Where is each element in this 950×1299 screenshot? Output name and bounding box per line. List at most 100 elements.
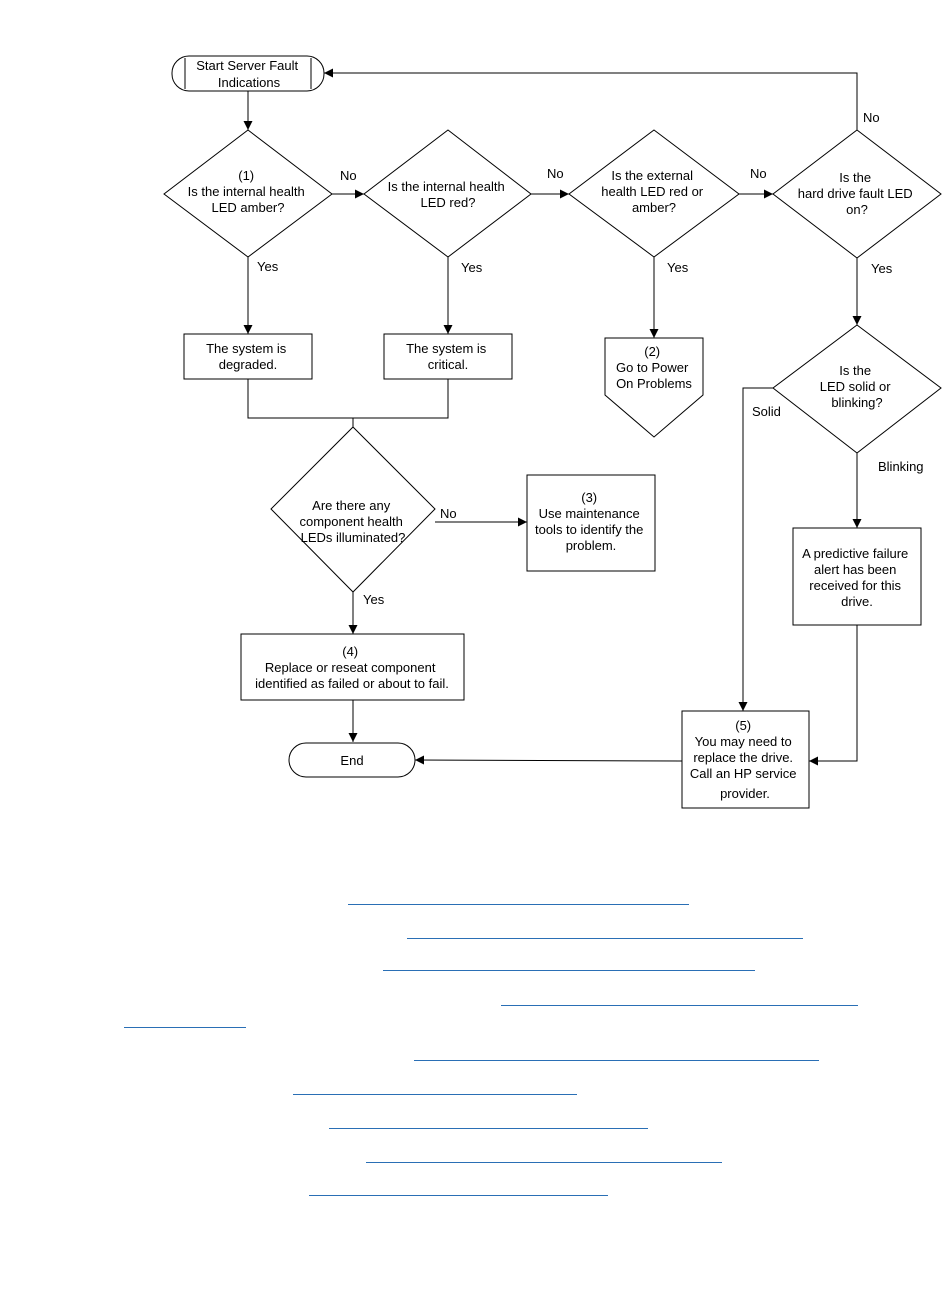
decision-hdd-fault-label: Is the hard drive fault LED on? <box>798 170 917 217</box>
box-replace-drive-label: (5) You may need to replace the drive. C… <box>690 718 800 801</box>
hyperlink-8[interactable] <box>366 1162 722 1163</box>
edge-join-status <box>247 379 449 419</box>
edge-label-no-d6: No <box>440 506 457 521</box>
start-label-line-1: Start Server Fault <box>196 58 298 73</box>
d3-line-2: health LED red or <box>601 184 704 199</box>
hyperlink-7[interactable] <box>329 1128 648 1129</box>
predictive-line-2: alert has been <box>814 562 896 577</box>
hyperlink-2[interactable] <box>407 938 803 939</box>
d5-line-1: Is the <box>839 363 871 378</box>
edge-replace-drive-to-end <box>414 755 683 765</box>
decision-led-solid-blinking-label: Is the LED solid or blinking? <box>820 363 894 410</box>
replace-component-line-3: identified as failed or about to fail. <box>255 676 449 691</box>
decision-component-leds-label: Are there any component health LEDs illu… <box>300 498 407 545</box>
predictive-line-3: received for this <box>809 578 901 593</box>
offpage-line-3: On Problems <box>616 376 692 391</box>
start-terminator <box>171 55 325 92</box>
edge-label-yes-d3: Yes <box>667 260 689 275</box>
d4-line-2: hard drive fault LED <box>798 186 913 201</box>
d4-line-1: Is the <box>839 170 871 185</box>
end-label: End <box>340 753 363 768</box>
replace-drive-line-5: provider. <box>720 786 770 801</box>
d5-line-2: LED solid or <box>820 379 891 394</box>
edge-label-blinking: Blinking <box>878 459 924 474</box>
d5-line-3: blinking? <box>831 395 882 410</box>
offpage-line-1: (2) <box>644 344 660 359</box>
box-critical <box>383 333 513 380</box>
offpage-power-problems-label: (2) Go to Power On Problems <box>616 344 692 391</box>
hyperlink-3[interactable] <box>383 970 755 971</box>
hyperlink-9[interactable] <box>309 1195 608 1196</box>
hyperlink-5[interactable] <box>414 1060 819 1061</box>
replace-component-line-1: (4) <box>342 644 358 659</box>
edge-label-solid: Solid <box>752 404 781 419</box>
decision-internal-red-label: Is the internal health LED red? <box>388 179 509 210</box>
maintenance-line-2: Use maintenance <box>539 506 640 521</box>
replace-drive-line-3: replace the drive. <box>693 750 793 765</box>
predictive-line-4: drive. <box>841 594 873 609</box>
box-replace-component-label: (4) Replace or reseat component identifi… <box>255 644 449 691</box>
d2-line-2: LED red? <box>421 195 476 210</box>
maintenance-line-3: tools to identify the <box>535 522 643 537</box>
degraded-line-1: The system is <box>206 341 287 356</box>
box-replace-component <box>240 633 465 701</box>
hyperlink-1[interactable] <box>348 904 689 905</box>
decision-internal-amber <box>163 129 333 258</box>
box-replace-drive <box>681 710 810 809</box>
d1-line-3: LED amber? <box>212 200 285 215</box>
edge-predictive-to-replace <box>809 625 858 766</box>
edge-d5-solid <box>738 387 773 711</box>
box-critical-label: The system is critical. <box>406 341 490 372</box>
d2-line-1: Is the internal health <box>388 179 505 194</box>
shapes <box>163 55 942 809</box>
d6-line-1: Are there any <box>312 498 391 513</box>
replace-drive-line-4: Call an HP service <box>690 766 797 781</box>
edge-d4-no-loop <box>324 68 858 130</box>
decision-external-led-label: Is the external health LED red or amber? <box>601 168 707 215</box>
decision-hdd-fault <box>772 129 942 259</box>
critical-line-1: The system is <box>406 341 487 356</box>
offpage-line-2: Go to Power <box>616 360 689 375</box>
hyperlink-6[interactable] <box>293 1094 577 1095</box>
d1-line-2: Is the internal health <box>188 184 305 199</box>
edge-label-yes-d6: Yes <box>363 592 385 607</box>
box-degraded-label: The system is degraded. <box>206 341 290 372</box>
start-label: Start Server Fault Indications <box>196 58 302 90</box>
predictive-line-1: A predictive failure <box>802 546 908 561</box>
connectors <box>243 68 862 766</box>
d6-line-2: component health <box>300 514 403 529</box>
degraded-line-2: degraded. <box>219 357 278 372</box>
d4-line-3: on? <box>846 202 868 217</box>
replace-drive-line-1: (5) <box>735 718 751 733</box>
edge-label-yes-d2: Yes <box>461 260 483 275</box>
end-terminator <box>288 742 416 778</box>
offpage-power-problems <box>604 337 704 438</box>
decision-internal-amber-label: (1) Is the internal health LED amber? <box>188 168 309 215</box>
box-maintenance <box>526 474 656 572</box>
box-predictive-failure <box>792 527 922 626</box>
replace-component-line-2: Replace or reseat component <box>265 660 436 675</box>
d6-line-3: LEDs illuminated? <box>301 530 406 545</box>
box-maintenance-label: (3) Use maintenance tools to identify th… <box>535 490 647 553</box>
critical-line-2: critical. <box>428 357 468 372</box>
edge-labels: No No No No No Yes Yes Yes Yes Yes Solid… <box>257 110 924 607</box>
hyperlink-4-continued[interactable] <box>124 1027 246 1028</box>
edge-label-no-loop: No <box>863 110 880 125</box>
box-predictive-failure-label: A predictive failure alert has been rece… <box>802 546 912 609</box>
node-labels: Start Server Fault Indications (1) Is th… <box>188 58 917 801</box>
maintenance-line-1: (3) <box>581 490 597 505</box>
d3-line-3: amber? <box>632 200 676 215</box>
edge-label-yes-d4: Yes <box>871 261 893 276</box>
start-label-line-2: Indications <box>218 75 281 90</box>
edge-label-no-d1: No <box>340 168 357 183</box>
d1-line-1: (1) <box>238 168 254 183</box>
decision-component-leds <box>270 426 436 593</box>
edge-label-no-d2: No <box>547 166 564 181</box>
decision-internal-red <box>363 129 532 258</box>
edge-label-no-d3: No <box>750 166 767 181</box>
hyperlink-4[interactable] <box>501 1005 858 1006</box>
edge-label-yes-d1: Yes <box>257 259 279 274</box>
box-degraded <box>183 333 313 380</box>
maintenance-line-4: problem. <box>566 538 617 553</box>
